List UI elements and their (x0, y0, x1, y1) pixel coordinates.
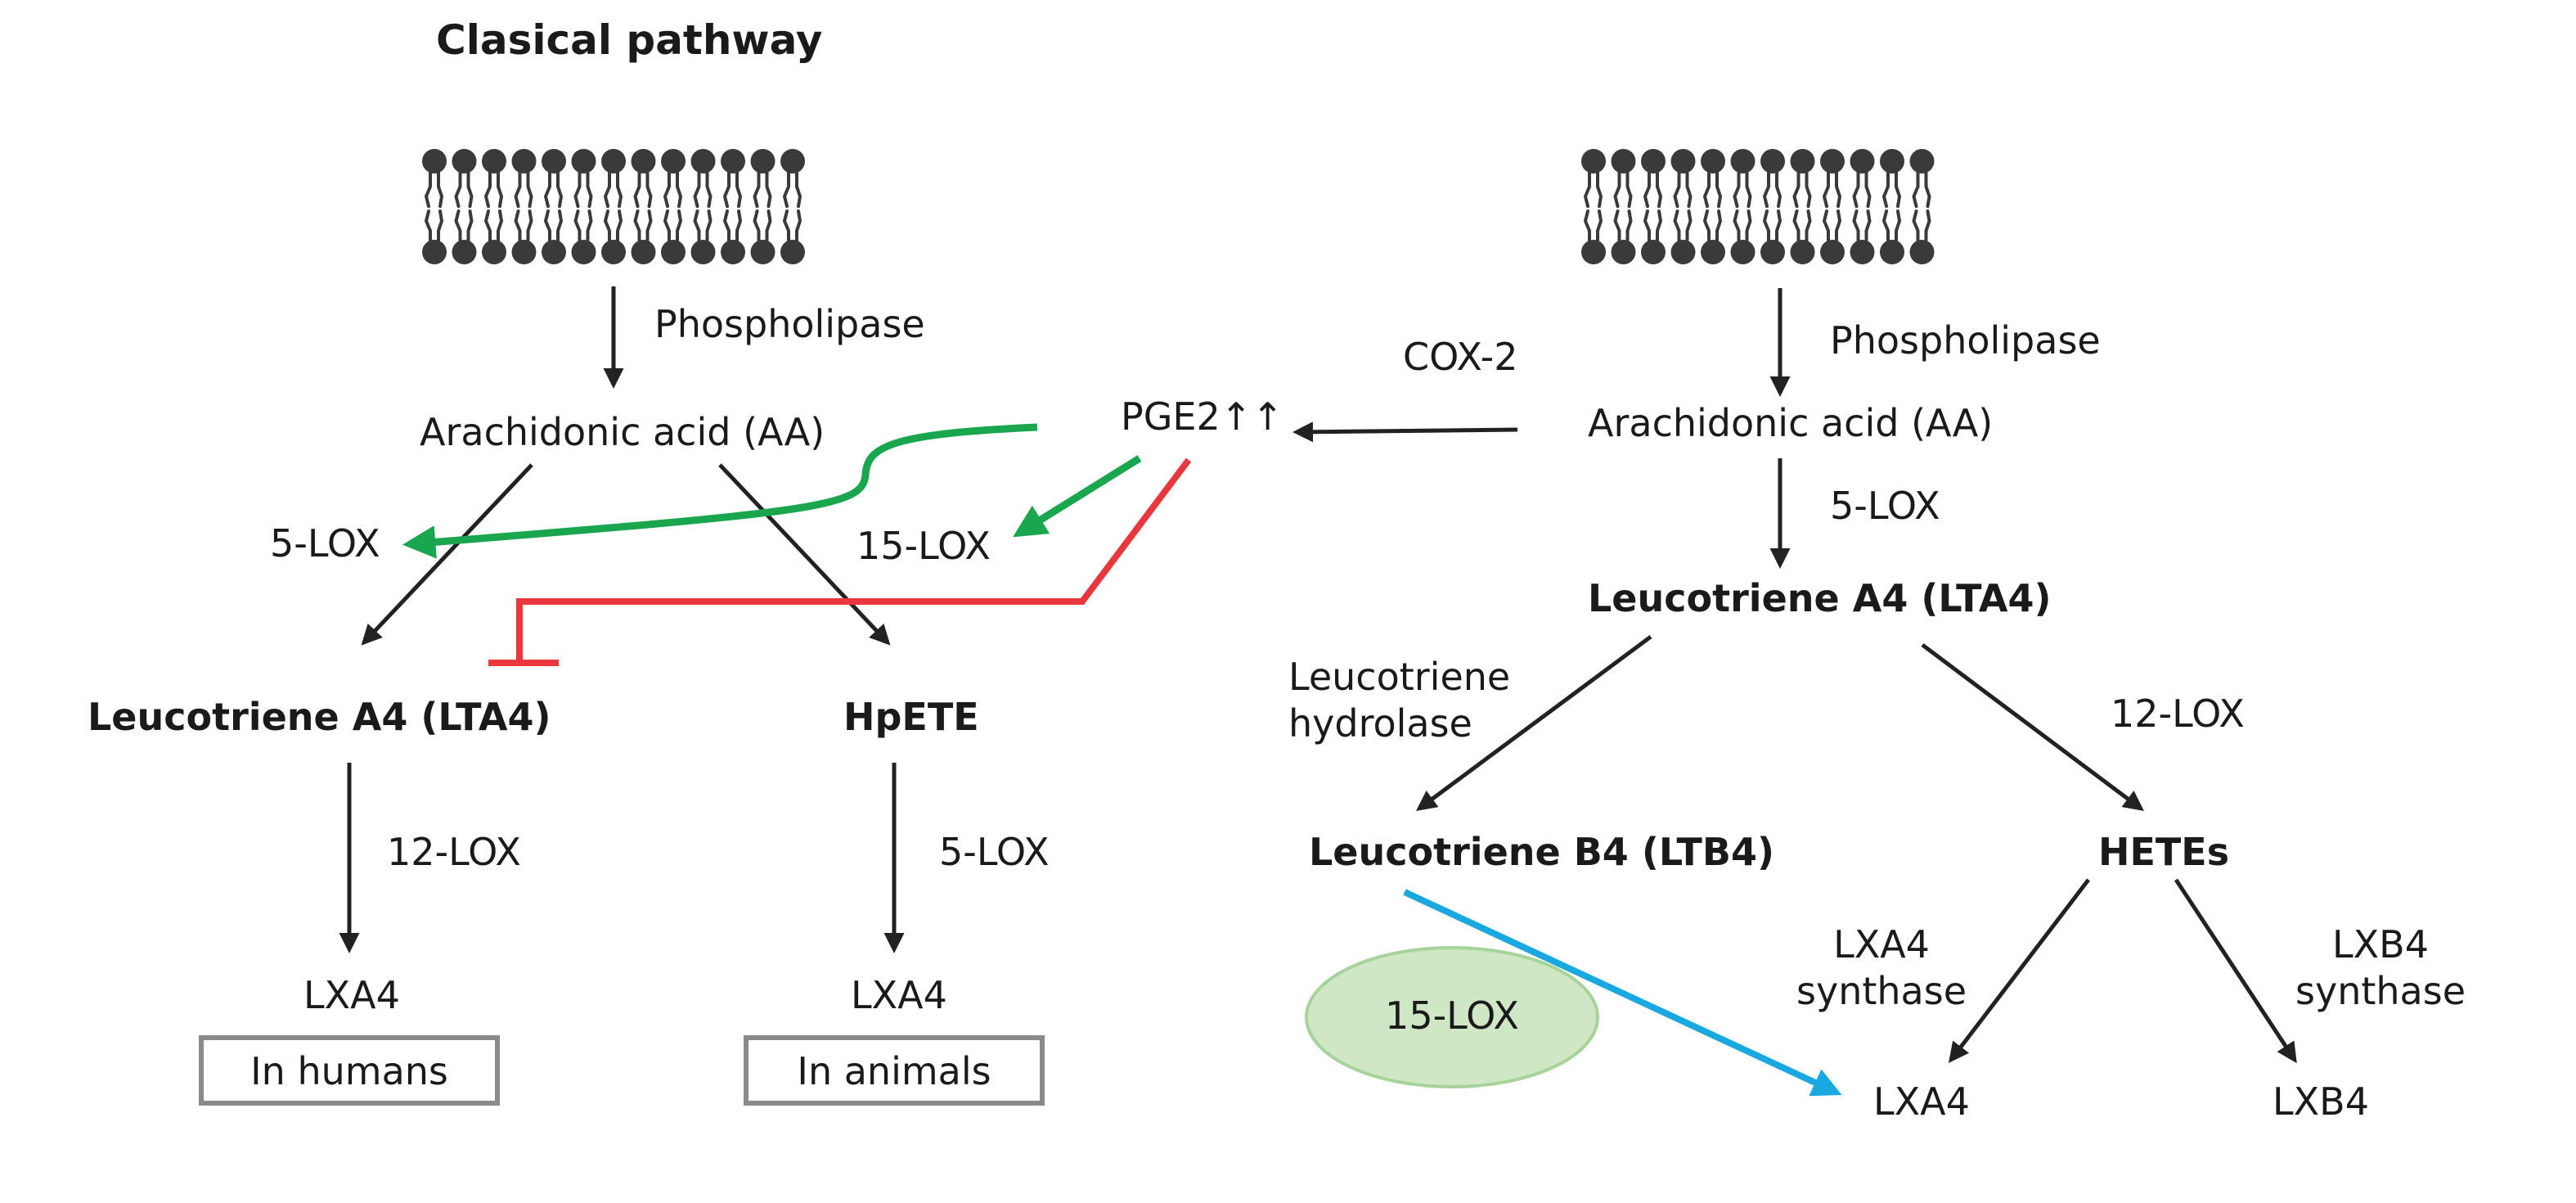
leucotriene-hydrolase-line1: Leucotriene (1288, 655, 1510, 699)
lxa4-synthase-line1: LXA4 (1833, 922, 1930, 966)
in-animals-box (744, 1035, 1045, 1106)
cox2-label: COX-2 (1403, 335, 1517, 379)
arrow-hetes-to-lxb4 (2174, 878, 2297, 1064)
arachidonic-acid-left: Arachidonic acid (AA) (420, 410, 825, 454)
in-humans-box (199, 1035, 500, 1106)
inhibit-lta4-line (516, 457, 1192, 663)
lta4-label-left: Leucotriene A4 (LTA4) (88, 695, 551, 739)
arrow-aa-to-hpete (718, 463, 891, 646)
arrow-hetes-to-lxa4 (1948, 878, 2090, 1063)
lipid-bilayer-right-icon (1581, 149, 1935, 264)
stimulate-5-lox-arrow (402, 423, 1038, 559)
lipid-bilayer-left-icon (422, 149, 805, 264)
phospholipase-label-left: Phospholipase (654, 302, 925, 346)
15-lox-label-right: 15-LOX (1385, 993, 1519, 1038)
lxa4-label-right: LXA4 (1873, 1079, 1970, 1124)
12-lox-label-left: 12-LOX (387, 830, 521, 874)
lxb4-synthase-line2: synthase (2295, 969, 2466, 1013)
stimulate-15-lox-arrow (1013, 455, 1142, 538)
lxa4-animals-label: LXA4 (851, 973, 947, 1017)
arrow-cox2-to-pge2 (1292, 421, 1518, 443)
arrow-lta4-to-hetes (1921, 642, 2145, 811)
5-lox-label-right: 5-LOX (1830, 484, 1940, 528)
lxb4-label-right: LXB4 (2273, 1079, 2369, 1124)
5-lox-label-hpete: 5-LOX (939, 830, 1050, 874)
lxa4-synthase-line2: synthase (1796, 969, 1967, 1013)
arrow-aa-to-lta4-left (361, 463, 533, 646)
lxa4-humans-label: LXA4 (303, 973, 400, 1017)
12-lox-label-right: 12-LOX (2111, 692, 2245, 736)
15-lox-label-left: 15-LOX (856, 524, 991, 568)
15-lox-ellipse (1305, 946, 1599, 1088)
5-lox-label-left: 5-LOX (270, 521, 380, 565)
ltb4-to-lxa4-arrow (1403, 889, 1842, 1097)
lta4-label-right: Leucotriene A4 (LTA4) (1588, 576, 2052, 620)
ltb4-label: Leucotriene B4 (LTB4) (1309, 830, 1774, 874)
lxb4-synthase-line1: LXB4 (2332, 922, 2429, 966)
hpete-label: HpETE (843, 695, 979, 739)
diagram-title: Clasical pathway (436, 16, 822, 64)
arrow-lta4-to-ltb4 (1415, 634, 1652, 811)
arachidonic-acid-right: Arachidonic acid (AA) (1588, 401, 1993, 445)
phospholipase-label-right: Phospholipase (1830, 318, 2101, 363)
pge2-label: PGE2↑↑ (1121, 394, 1284, 439)
hetes-label: HETEs (2098, 830, 2229, 874)
leucotriene-hydrolase-line2: hydrolase (1288, 701, 1472, 746)
in-animals-label: In animals (797, 1049, 991, 1093)
in-humans-label: In humans (250, 1049, 448, 1093)
